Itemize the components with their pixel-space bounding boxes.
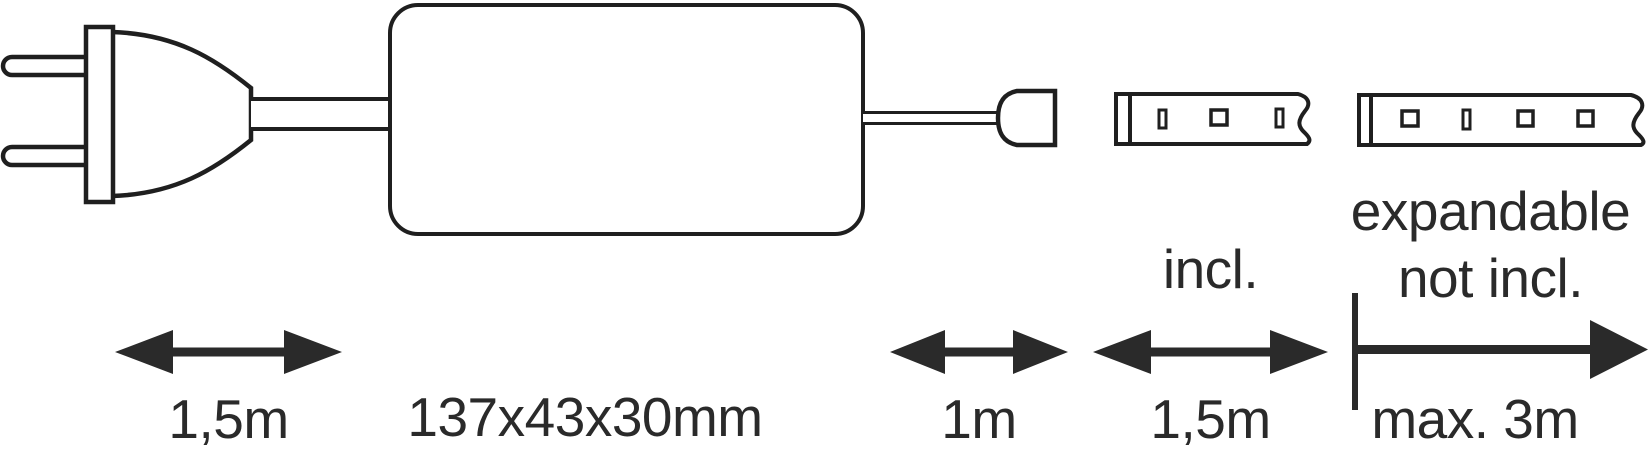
strip-led-chip	[1209, 108, 1229, 127]
plug-cable-length-label: 1,5m	[168, 388, 289, 450]
strip-led-chip	[1516, 109, 1535, 128]
included-strip-length-label: 1,5m	[1150, 388, 1271, 450]
double-arrow	[115, 330, 342, 374]
arrow-left-right-icon	[890, 330, 1068, 374]
input-cable-icon	[251, 97, 391, 131]
cable-connector-icon	[995, 88, 1058, 148]
arrow-head	[1590, 320, 1648, 379]
strip-outline	[1357, 93, 1646, 147]
expandable-note-line2-label: not incl.	[1397, 247, 1584, 309]
strip-component	[1461, 108, 1472, 131]
power-supply-box-icon	[388, 3, 865, 236]
led-strip-included-icon	[1114, 92, 1312, 146]
power-supply-dimensions-label: 137x43x30mm	[407, 386, 763, 448]
dimension-arrow-right-icon	[1352, 293, 1648, 410]
strip-component	[1157, 108, 1168, 130]
connector-body	[995, 88, 1058, 148]
strip-led-chip	[1576, 109, 1595, 128]
arrow-left-right-icon	[1093, 330, 1328, 374]
output-cable-icon	[863, 111, 1000, 125]
double-arrow	[890, 330, 1068, 374]
double-arrow	[1093, 330, 1328, 374]
included-note-label: incl.	[1162, 238, 1259, 300]
power-plug-icon	[0, 24, 254, 205]
arrow-shaft	[1355, 345, 1597, 354]
led-strip-expandable-icon	[1357, 93, 1646, 147]
expandable-strip-length-label: max. 3m	[1371, 388, 1579, 450]
output-cable-length-label: 1m	[941, 388, 1017, 450]
strip-component	[1274, 107, 1285, 129]
plug-faceplate	[83, 24, 116, 205]
plug-body	[109, 29, 254, 199]
arrow-left-right-icon	[115, 330, 342, 374]
strip-led-chip	[1400, 109, 1420, 128]
expandable-note-line1-label: expandable	[1350, 180, 1631, 242]
